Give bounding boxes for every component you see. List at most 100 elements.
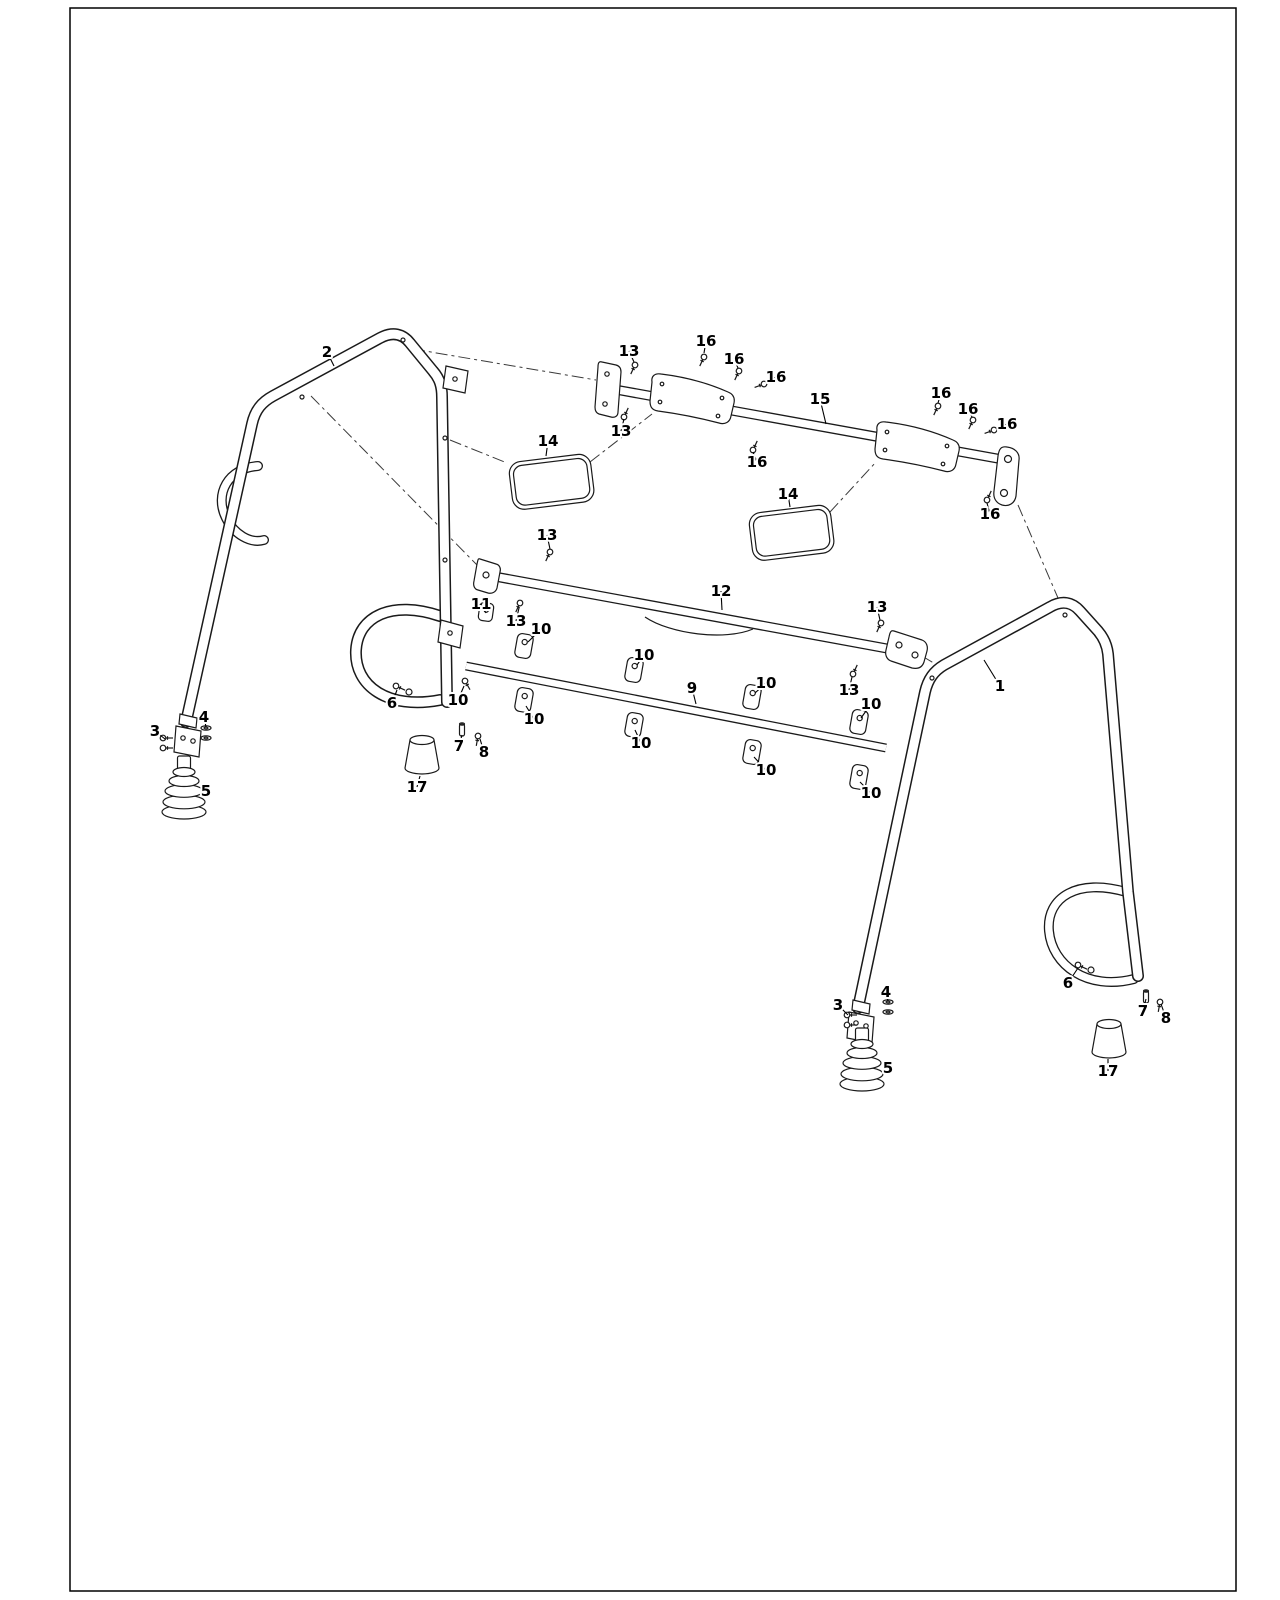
- part-number-label: 13: [619, 342, 640, 360]
- part-number-label: 12: [711, 582, 732, 600]
- callout-part-3: 3: [831, 994, 849, 1016]
- right-hoop-1: [858, 603, 1138, 1008]
- part-number-label: 2: [322, 343, 332, 361]
- part-number-label: 10: [448, 691, 469, 709]
- callout-part-10: 10: [446, 685, 470, 711]
- part-number-label: 6: [1063, 974, 1073, 992]
- mount-panel-left: [649, 373, 735, 425]
- part-number-label: 10: [631, 734, 652, 752]
- callout-part-16: 16: [978, 502, 1002, 525]
- part-number-label: 9: [687, 679, 697, 697]
- crossbar-15-left-bracket: [594, 361, 622, 418]
- part-number-label: 14: [778, 485, 799, 503]
- callout-part-6: 6: [1061, 967, 1079, 994]
- upper-crossbar-15: [594, 361, 1020, 507]
- callout-part-2: 2: [320, 341, 335, 367]
- callout-part-10: 10: [629, 729, 653, 754]
- callout-part-9: 9: [685, 677, 699, 705]
- callout-part-7: 7: [1136, 998, 1150, 1022]
- part-number-label: 16: [997, 415, 1018, 433]
- part-number-label: 6: [387, 694, 397, 712]
- hoop-mid-bracket: [437, 619, 464, 649]
- crossbar-12-left-bracket: [473, 558, 501, 594]
- callout-part-13: 13: [865, 596, 889, 621]
- callout-part-1: 1: [983, 659, 1007, 697]
- callout-part-6: 6: [385, 689, 399, 714]
- part-number-label: 15: [810, 390, 831, 408]
- part-number-label: 10: [531, 620, 552, 638]
- callout-part-16: 16: [722, 348, 747, 370]
- callout-part-4: 4: [879, 981, 893, 1003]
- crossbar-12-right-bracket: [885, 630, 928, 669]
- callout-part-16: 16: [929, 382, 954, 404]
- callout-part-14: 14: [776, 483, 800, 508]
- callout-part-12: 12: [709, 580, 733, 611]
- part-number-label: 13: [506, 612, 527, 630]
- part-number-label: 16: [724, 350, 745, 368]
- part-number-label: 11: [471, 595, 492, 613]
- callout-part-5: 5: [199, 780, 213, 802]
- callout-part-10: 10: [632, 644, 657, 666]
- callout-part-16: 16: [694, 330, 718, 354]
- part-number-label: 13: [867, 598, 888, 616]
- headrest-pad-1: [507, 452, 596, 512]
- callout-part-13: 13: [837, 676, 861, 701]
- callout-part-14: 14: [536, 430, 560, 457]
- end-link-plate: [993, 446, 1020, 507]
- part-number-label: 8: [479, 743, 489, 761]
- part-number-label: 10: [634, 646, 655, 664]
- part-number-label: 10: [861, 695, 882, 713]
- part-number-label: 7: [454, 737, 464, 755]
- part-number-label: 16: [766, 368, 787, 386]
- part-number-label: 5: [883, 1059, 893, 1077]
- part-number-label: 16: [958, 400, 979, 418]
- rubber-boot-left: [161, 755, 207, 820]
- callout-part-10: 10: [527, 618, 553, 643]
- end-cap-left: [404, 734, 440, 775]
- callout-part-16: 16: [995, 413, 1020, 435]
- part-number-label: 16: [747, 453, 768, 471]
- part-number-label: 4: [199, 708, 209, 726]
- part-number-label: 16: [696, 332, 717, 350]
- end-cap-right: [1091, 1018, 1127, 1059]
- callout-part-10: 10: [859, 693, 883, 719]
- callout-part-5: 5: [881, 1057, 895, 1079]
- part-number-label: 7: [1138, 1002, 1148, 1020]
- part-number-label: 16: [931, 384, 952, 402]
- part-number-label: 10: [524, 710, 545, 728]
- left-hoop-2: [186, 334, 469, 722]
- page-border: [69, 7, 1237, 1592]
- part-number-label: 10: [756, 674, 777, 692]
- callout-part-3: 3: [148, 720, 166, 742]
- part-number-label: 4: [881, 983, 891, 1001]
- hoop-top-bracket: [442, 365, 469, 394]
- part-number-label: 8: [1161, 1009, 1171, 1027]
- callout-part-7: 7: [452, 734, 466, 757]
- callout-part-13: 13: [504, 607, 528, 632]
- foot-bracket-left: [173, 713, 202, 758]
- callout-part-8: 8: [1159, 1003, 1173, 1029]
- callout-part-15: 15: [808, 388, 832, 425]
- callout-part-17: 17: [405, 775, 429, 798]
- part-number-label: 16: [980, 505, 1001, 523]
- callout-part-10: 10: [522, 705, 546, 730]
- callout-part-4: 4: [197, 706, 211, 728]
- fasteners: [159, 352, 1164, 1029]
- mount-panel-right: [874, 421, 960, 473]
- callout-part-13: 13: [609, 418, 633, 442]
- assembly-dash-lines: [310, 348, 1059, 669]
- callout-part-10: 10: [754, 756, 778, 781]
- middle-crossbar-12: [473, 558, 928, 669]
- callout-part-16: 16: [745, 451, 770, 473]
- part-number-label: 14: [538, 432, 559, 450]
- callout-part-16: 16: [956, 398, 981, 420]
- part-number-label: 17: [1098, 1062, 1119, 1080]
- callout-part-16: 16: [764, 366, 789, 388]
- part-number-label: 10: [756, 761, 777, 779]
- part-number-label: 3: [150, 722, 160, 740]
- callout-part-13: 13: [535, 524, 559, 550]
- callout-part-17: 17: [1096, 1059, 1120, 1082]
- part-number-label: 3: [833, 996, 843, 1014]
